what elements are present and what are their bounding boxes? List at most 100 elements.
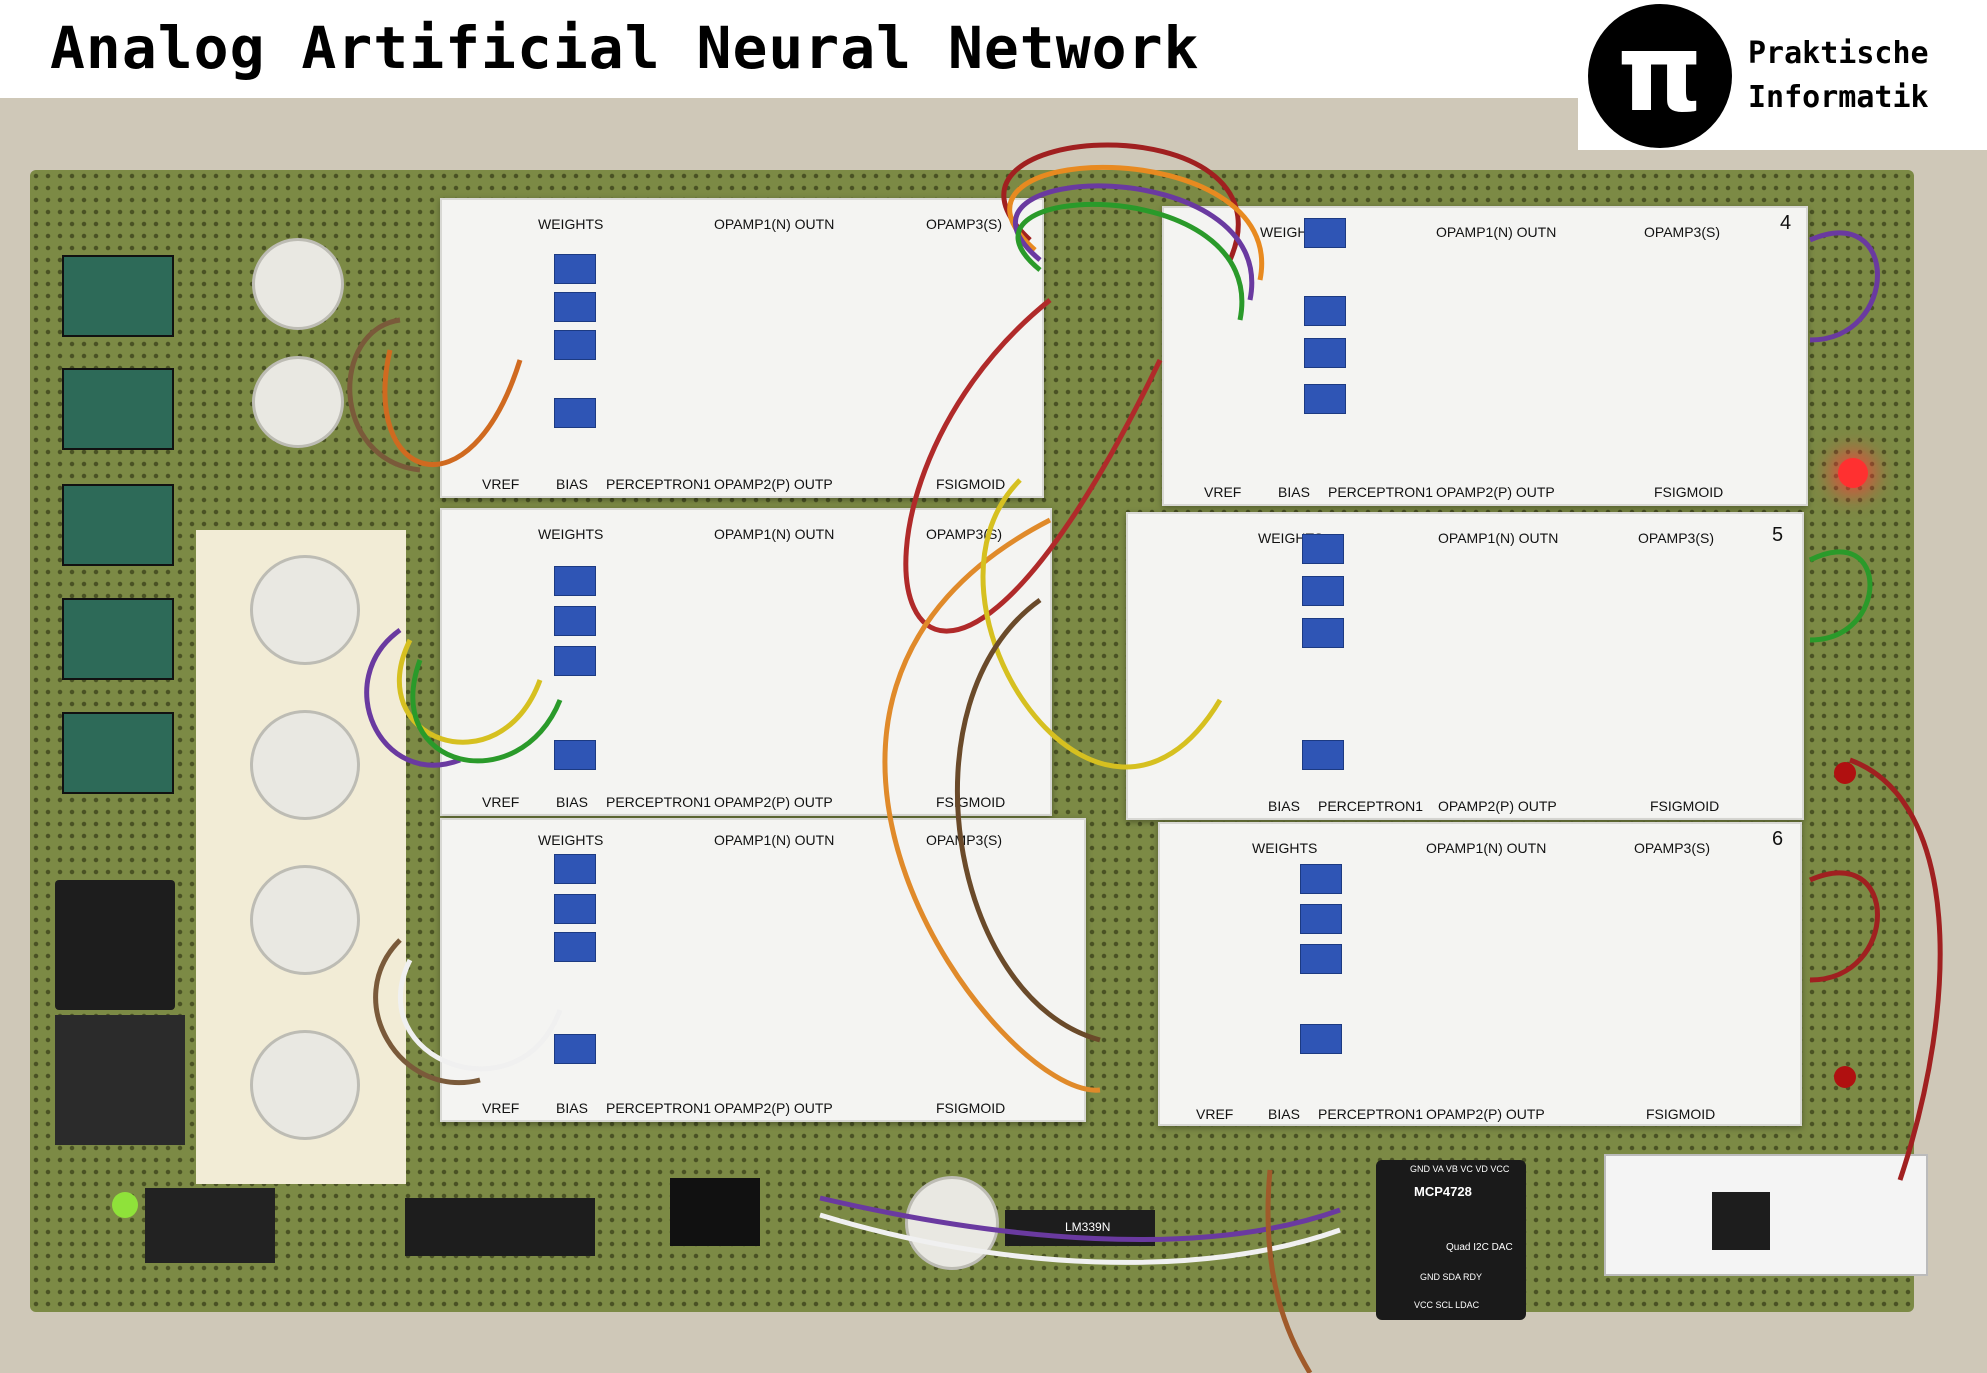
trimmer-pot[interactable] <box>554 566 596 596</box>
bias-label: BIAS <box>556 476 588 492</box>
trimmer-pot[interactable] <box>1302 534 1344 564</box>
vref-label: VREF <box>482 476 520 492</box>
power-jack <box>55 880 175 1010</box>
trimmer-pot[interactable] <box>554 1034 596 1064</box>
opamp1-label: OPAMP1(N) OUTN <box>714 832 835 848</box>
wire <box>980 478 1223 770</box>
vref-label: VREF <box>482 794 520 810</box>
trimmer-pot[interactable] <box>554 854 596 884</box>
weight-knob[interactable] <box>250 865 360 975</box>
mcp-bottom-pins: GND SDA RDY <box>1420 1272 1483 1282</box>
trimmer-pot[interactable] <box>554 292 596 322</box>
opamp2-label: OPAMP2(P) OUTP <box>1426 1106 1545 1122</box>
regulator-module <box>62 255 174 337</box>
trimmer-pot[interactable] <box>1300 1024 1342 1054</box>
bias-label: BIAS <box>556 1100 588 1116</box>
trimmer-pot[interactable] <box>554 606 596 636</box>
vref-label: VREF <box>1204 484 1242 500</box>
trimmer-pot[interactable] <box>1302 618 1344 648</box>
logo-symbol: π <box>1617 11 1703 136</box>
red-led-lit <box>1838 458 1868 488</box>
weight-knob[interactable] <box>250 555 360 665</box>
relay <box>145 1188 275 1263</box>
trimmer-pot[interactable] <box>1300 864 1342 894</box>
wire <box>819 1212 1341 1265</box>
board-number: 6 <box>1772 828 1784 850</box>
trimmer-pot[interactable] <box>1300 904 1342 934</box>
trimmer-pot[interactable] <box>554 894 596 924</box>
trimmer-pot[interactable] <box>1300 944 1342 974</box>
pi-logo-icon <box>1588 4 1732 148</box>
fsigmoid-label: FSIGMOID <box>936 476 1006 492</box>
regulator-module <box>62 712 174 794</box>
trimmer-pot[interactable] <box>554 330 596 360</box>
perceptron-board-4: WEIGHTS OPAMP1(N) OUTN OPAMP3(S) 4 VREF … <box>1162 206 1808 506</box>
trimmer-pot[interactable] <box>554 740 596 770</box>
page-title: Analog Artificial Neural Network <box>50 14 1200 82</box>
opamp1-label: OPAMP1(N) OUTN <box>1438 530 1559 546</box>
regulator-module <box>62 484 174 566</box>
opamp3-label: OPAMP3(S) <box>1644 224 1720 240</box>
perceptron-board-1: WEIGHTS OPAMP1(N) OUTN OPAMP3(S) VREF BI… <box>440 198 1044 498</box>
bias-label: BIAS <box>556 794 588 810</box>
trimmer-pot[interactable] <box>554 646 596 676</box>
opamp3-label: OPAMP3(S) <box>1634 840 1710 856</box>
weights-label: WEIGHTS <box>538 832 604 848</box>
wire <box>398 958 563 1072</box>
mcu-chip <box>1712 1192 1770 1250</box>
wire <box>373 938 481 1085</box>
wire <box>1808 230 1880 343</box>
bias-label: BIAS <box>1268 798 1300 814</box>
opamp3-label: OPAMP3(S) <box>926 832 1002 848</box>
opamp2-label: OPAMP2(P) OUTP <box>714 1100 833 1116</box>
ic-chip <box>405 1198 595 1256</box>
vref-label: VREF <box>1196 1106 1234 1122</box>
wire <box>819 1195 1341 1243</box>
perceptron-label: PERCEPTRON1 <box>1318 1106 1424 1122</box>
opamp1-label: OPAMP1(N) OUTN <box>1426 840 1547 856</box>
regulator-module <box>62 598 174 680</box>
trimmer-pot[interactable] <box>1304 384 1346 414</box>
trimmer-pot[interactable] <box>1302 576 1344 606</box>
trimmer-pot[interactable] <box>1304 296 1346 326</box>
perceptron-label: PERCEPTRON1 <box>606 1100 712 1116</box>
wire <box>903 298 1163 634</box>
wire <box>1849 757 1943 1181</box>
wire <box>1007 164 1265 281</box>
wire <box>1013 183 1255 301</box>
fsigmoid-label: FSIGMOID <box>936 794 1006 810</box>
wire <box>382 349 523 467</box>
logo-line-2: Informatik <box>1748 80 1929 115</box>
opamp2-label: OPAMP2(P) OUTP <box>714 794 833 810</box>
input-knob[interactable] <box>252 238 344 330</box>
wire <box>347 317 421 473</box>
opamp2-label: OPAMP2(P) OUTP <box>1438 798 1557 814</box>
opamp3-label: OPAMP3(S) <box>926 526 1002 542</box>
fsigmoid-label: FSIGMOID <box>936 1100 1006 1116</box>
trimmer-pot[interactable] <box>1304 338 1346 368</box>
wire <box>1808 549 1873 643</box>
perceptron-label: PERCEPTRON1 <box>1328 484 1434 500</box>
opamp2-label: OPAMP2(P) OUTP <box>714 476 833 492</box>
weight-knob[interactable] <box>250 1030 360 1140</box>
trimmer-pot[interactable] <box>1302 740 1344 770</box>
bias-label: BIAS <box>1268 1106 1300 1122</box>
wire <box>882 517 1101 1093</box>
mcp-name: MCP4728 <box>1414 1184 1472 1199</box>
fsigmoid-label: FSIGMOID <box>1646 1106 1716 1122</box>
trimmer-pot[interactable] <box>554 932 596 962</box>
opamp1-label: OPAMP1(N) OUTN <box>714 526 835 542</box>
trimmer-pot[interactable] <box>554 254 596 284</box>
wire <box>1001 142 1241 261</box>
trimmer-pot[interactable] <box>554 398 596 428</box>
red-led <box>1834 762 1856 784</box>
weight-knob[interactable] <box>250 710 360 820</box>
perceptron-board-5: WEIGHTS OPAMP1(N) OUTN OPAMP3(S) 5 BIAS … <box>1126 512 1804 820</box>
weights-label: WEIGHTS <box>1252 840 1318 856</box>
fsigmoid-label: FSIGMOID <box>1650 798 1720 814</box>
regulator-module <box>62 368 174 450</box>
header-block <box>670 1178 760 1246</box>
trimmer-pot[interactable] <box>1304 218 1346 248</box>
input-knob[interactable] <box>252 356 344 448</box>
